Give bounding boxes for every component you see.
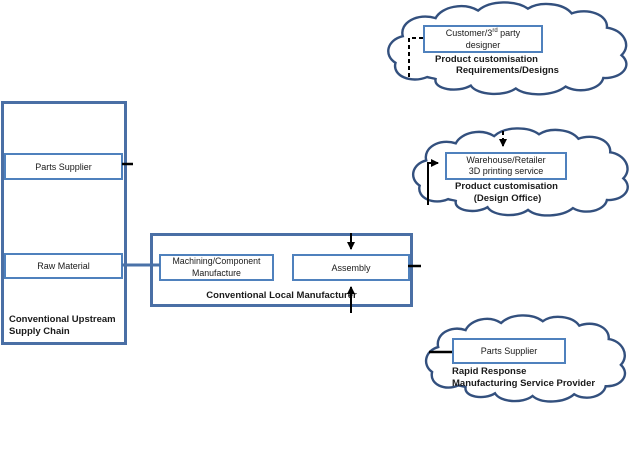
warehouse-caption-2: (Design Office) [473, 193, 542, 204]
raw-material-label: Raw Material [37, 261, 90, 271]
customer-line1: Customer/3rd party [445, 28, 521, 38]
machining-label: Machining/Component Manufacture [172, 256, 261, 278]
raw-material-box: Raw Material [4, 253, 123, 279]
ordinal-suffix: rd [492, 28, 498, 34]
customer-caption-1: Product customisation [435, 54, 538, 65]
customer-line2: designer [465, 39, 501, 50]
warehouse-caption-1: Product customisation [455, 181, 558, 192]
assembly-box: Assembly [292, 254, 410, 281]
parts-supplier-box: Parts Supplier [4, 153, 123, 180]
machining-box: Machining/Component Manufacture [159, 254, 274, 281]
upstream-caption: Conventional Upstream Supply Chain [9, 314, 116, 337]
rapid-caption-1: Rapid Response [452, 366, 527, 377]
assembly-label: Assembly [331, 262, 371, 273]
parts-supplier-label: Parts Supplier [35, 161, 92, 172]
customer-caption-2: Requirements/Designs [456, 65, 559, 76]
rapid-parts-supplier-box: Parts Supplier [452, 338, 566, 364]
upstream-supply-chain-box [1, 101, 127, 345]
warehouse-label: Warehouse/Retailer 3D printing service [466, 154, 546, 177]
customer-designer-box: Customer/3rd party designer [423, 25, 543, 53]
warehouse-retailer-box: Warehouse/Retailer 3D printing service [445, 152, 567, 180]
rapid-caption-2: Manufacturing Service Provider [452, 378, 596, 389]
rapid-parts-supplier-label: Parts Supplier [480, 346, 538, 356]
local-manufacturer-box [150, 233, 413, 307]
local-manufacturer-caption: Conventional Local Manufacturer [206, 290, 357, 301]
